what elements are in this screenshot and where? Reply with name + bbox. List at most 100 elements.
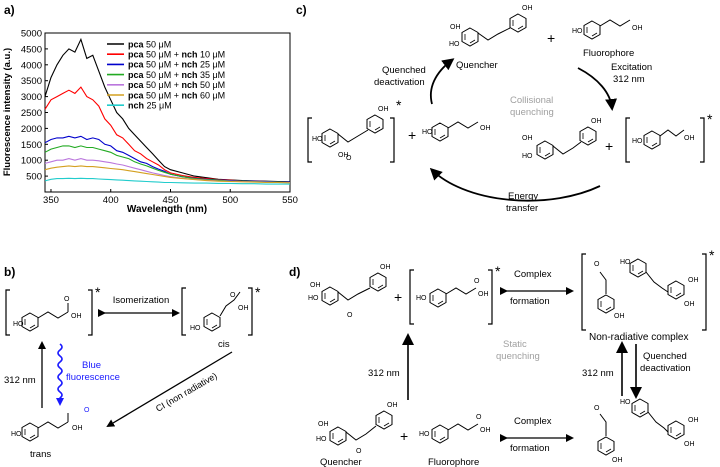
svg-text:HO: HO [449, 41, 460, 48]
excitation-label: Excitation [611, 62, 652, 73]
y-tick-label: 3000 [21, 92, 42, 103]
d-star-1: * [495, 263, 501, 279]
svg-text:HO: HO [620, 259, 631, 266]
trans-molecule [21, 422, 39, 442]
svg-text:O: O [474, 278, 480, 285]
svg-text:HO: HO [422, 129, 433, 136]
y-tick-label: 1500 [21, 140, 42, 151]
non-radiative-label: Non-radiative complex [589, 332, 689, 343]
complex-label-top: Complex [514, 269, 552, 280]
excitation-nm: 312 nm [613, 74, 645, 85]
wavelength-label-b: 312 nm [4, 375, 36, 386]
svg-text:HO: HO [572, 28, 583, 35]
ho-label: HO [13, 321, 24, 328]
svg-text:O: O [347, 312, 353, 319]
svg-text:OH: OH [684, 441, 695, 448]
c-right-bracket-l [625, 117, 630, 163]
panel-b-scheme: HO O OH * Isomerization HO O OH * cis 31… [4, 284, 261, 460]
panel-c-scheme: OH HO OH + HO OH Quencher Fluorophore Ex… [307, 5, 713, 214]
svg-text:O: O [594, 261, 600, 268]
cis-o: O [230, 292, 236, 299]
ci-arrow [106, 351, 233, 428]
fluorophore-molecule-top: HO OH [572, 19, 643, 40]
svg-text:OH: OH [380, 264, 391, 271]
x-axis-label: Wavelength (nm) [127, 204, 207, 215]
y-tick-label: 500 [26, 172, 42, 183]
cis-molecule [203, 312, 221, 332]
svg-text:O: O [594, 405, 600, 412]
svg-text:OH: OH [310, 282, 321, 289]
blue-label: Blue [82, 360, 101, 371]
quenching-label-d: quenching [496, 351, 540, 362]
svg-text:OH: OH [612, 457, 623, 464]
legend-entry-2: pca 50 μM + nch 25 μM [128, 60, 225, 70]
complex-bracket-r [702, 253, 707, 331]
complex-label-bottom: Complex [514, 416, 552, 427]
y-tick-label: 5000 [21, 29, 42, 40]
svg-text:HO: HO [316, 436, 327, 443]
c-left-bracket-l [307, 117, 312, 163]
x-tick-label: 350 [43, 195, 59, 206]
excited-quencher-molecule: HO OH O OH [312, 106, 389, 162]
svg-text:HO: HO [419, 431, 430, 438]
panel-label-a: a) [4, 3, 15, 17]
y-axis-label: Fluorescence intensity (a.u.) [2, 48, 13, 176]
svg-text:OH: OH [684, 135, 695, 142]
bracket-right [88, 289, 93, 336]
svg-text:OH: OH [450, 24, 461, 31]
complex-molecules-bottom: O HO OH OH OH [594, 398, 699, 464]
svg-text:O: O [346, 155, 352, 162]
quenched-arc [429, 58, 455, 105]
excitation-arc [577, 67, 618, 111]
cis-label: cis [218, 339, 230, 350]
side-chain [37, 311, 69, 319]
excited-fluorophore-right: HO OH [632, 129, 695, 150]
collisional-label: Collisional [510, 95, 553, 106]
d-plus-top: + [394, 289, 402, 305]
svg-text:O: O [476, 414, 482, 421]
svg-text:OH: OH [684, 301, 695, 308]
panel-label-b: b) [4, 265, 15, 279]
c-left-bracket-r [390, 117, 395, 163]
panel-d-scheme: OH HO OH O + HO OH O * Complex formation [308, 247, 715, 467]
legend-entry-1: pca 50 μM + nch 10 μM [128, 50, 225, 60]
plus-top: + [547, 30, 555, 46]
fluorescence-chart: 500100015002000250030003500400045005000 … [2, 29, 298, 216]
legend-entry-0: pca 50 μM [128, 39, 171, 49]
o-label: O [64, 296, 70, 303]
svg-text:O: O [356, 448, 362, 455]
isomerization-label: Isomerization [113, 295, 170, 306]
svg-text:OH: OH [480, 125, 491, 132]
svg-text:HO: HO [522, 153, 533, 160]
trans-oh: OH [72, 425, 83, 432]
excited-star: * [95, 284, 101, 300]
y-tick-label: 4000 [21, 60, 42, 71]
svg-text:HO: HO [620, 399, 631, 406]
legend-entry-3: pca 50 μM + nch 35 μM [128, 70, 225, 80]
fluorophore-d-bottom: HO OH O [419, 414, 491, 444]
d-plus-bottom: + [400, 428, 408, 444]
panel-label-c: c) [296, 3, 307, 17]
svg-text:OH: OH [522, 135, 533, 142]
x-tick-label: 400 [103, 195, 119, 206]
bracket-left [5, 289, 10, 336]
cis-bracket-left [181, 287, 186, 336]
d-bracket-l [409, 269, 414, 325]
svg-text:OH: OH [614, 313, 625, 320]
svg-text:HO: HO [312, 136, 323, 143]
cis-ho: HO [190, 325, 201, 332]
svg-text:OH: OH [318, 421, 329, 428]
fluorescence-label: fluorescence [66, 372, 120, 383]
trans-o: O [84, 407, 90, 414]
oh-label: OH [71, 313, 82, 320]
c-left-star: * [396, 97, 402, 113]
x-tick-label: 450 [163, 195, 179, 206]
y-tick-label: 2000 [21, 124, 42, 135]
quencher-label-d: Quencher [320, 457, 362, 467]
x-tick-label: 500 [222, 195, 238, 206]
energy-label: Energy [508, 191, 538, 202]
plus-right: + [605, 138, 613, 154]
